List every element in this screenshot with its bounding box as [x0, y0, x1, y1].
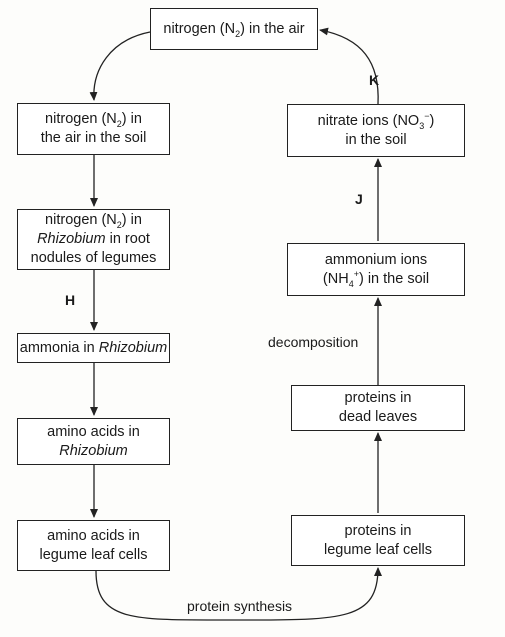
label-k: K: [369, 72, 380, 88]
label-protein-synthesis: protein synthesis: [187, 598, 293, 614]
box-nitrogen-air: nitrogen (N2) in the air: [150, 8, 318, 50]
box-ammonia: ammonia in Rhizobium: [17, 333, 170, 363]
box-nitrogen-rhizobium: nitrogen (N2) in Rhizobium in root nodul…: [17, 209, 170, 270]
arrow-protein-synthesis: [95, 567, 382, 621]
label-j: J: [355, 191, 363, 207]
arrow-air-to-soil: [89, 31, 151, 101]
label-decomposition: decomposition: [268, 334, 359, 350]
box-amino-rhizobium: amino acids in Rhizobium: [17, 418, 170, 465]
box-nitrogen-soil-air: nitrogen (N2) in the air in the soil: [17, 103, 170, 155]
arrow-k: [319, 27, 379, 105]
box-amino-leaf: amino acids in legume leaf cells: [17, 520, 170, 571]
box-proteins-dead: proteins in dead leaves: [291, 385, 465, 431]
box-nitrate: nitrate ions (NO3−) in the soil: [287, 104, 465, 157]
box-ammonium: ammonium ions (NH4+) in the soil: [287, 243, 465, 296]
box-proteins-leaf: proteins in legume leaf cells: [291, 515, 465, 566]
label-h: H: [65, 292, 76, 308]
